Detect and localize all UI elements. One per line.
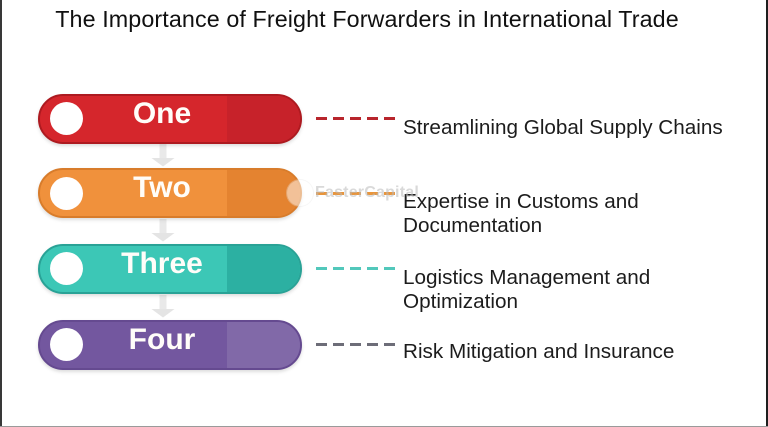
page-title: The Importance of Freight Forwarders in … <box>55 5 679 32</box>
step-four-label-line1: Risk Mitigation and Insurance <box>403 339 675 363</box>
step-one-label: Streamlining Global Supply Chains <box>403 116 723 140</box>
step-pill-one: One <box>38 93 302 144</box>
step-two-label-line2: Documentation <box>403 214 543 237</box>
step-four-label: Risk Mitigation and Insurance <box>403 340 674 364</box>
step-pill-three-label: Three <box>121 246 203 280</box>
step-pill-four: Four <box>38 319 302 370</box>
step-pill-two: Two <box>38 168 302 218</box>
down-arrow-icon <box>151 219 175 242</box>
step-pill-four-label: Four <box>128 322 196 356</box>
step-pill-two-cap <box>227 170 300 216</box>
step-pill-three-cap <box>227 245 300 292</box>
frame-border-right <box>765 0 768 427</box>
step-one-dash-line <box>316 116 401 120</box>
step-pill-three-dot <box>50 252 83 285</box>
step-three-label: Logistics Management and Optimization <box>403 266 650 314</box>
step-two-label-line1: Expertise in Customs and <box>403 190 639 213</box>
down-arrow-icon <box>151 294 175 317</box>
step-pill-one-label: One <box>132 96 192 130</box>
step-pill-one-cap <box>227 95 300 142</box>
frame-border-left <box>0 0 2 427</box>
step-four-dash-line <box>316 343 401 346</box>
step-three-label-line2: Optimization <box>403 290 518 313</box>
frame-border-bottom <box>0 425 768 427</box>
step-pill-two-label: Two <box>133 171 191 204</box>
step-pill-three: Three <box>38 243 302 294</box>
down-arrow-icon <box>151 144 175 167</box>
step-two-label: Expertise in Customs and Documentation <box>403 190 639 238</box>
step-one-label-line1: Streamlining Global Supply Chains <box>403 116 723 139</box>
step-three-dash-line <box>316 267 401 270</box>
step-pill-one-dot <box>50 102 83 135</box>
step-pill-four-cap <box>227 321 300 368</box>
step-two-dash-line <box>316 191 401 195</box>
step-pill-two-dot <box>50 176 83 210</box>
step-pill-four-dot <box>50 328 83 361</box>
step-three-label-line1: Logistics Management and <box>403 266 651 289</box>
